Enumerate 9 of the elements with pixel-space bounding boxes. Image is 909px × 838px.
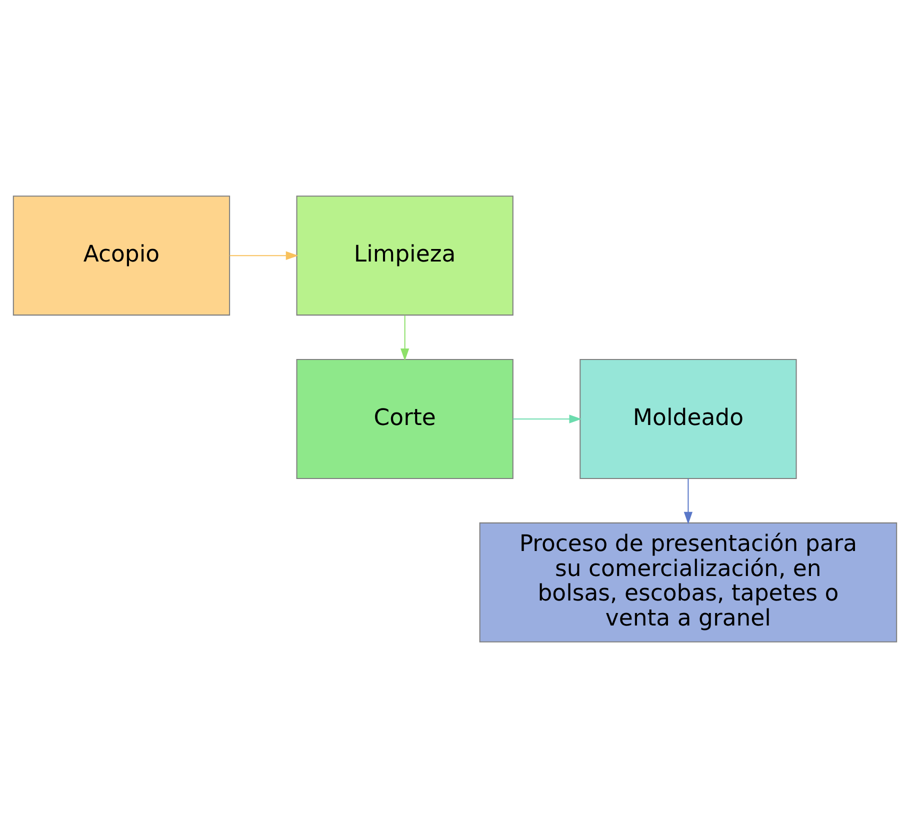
node-box: Limpieza	[296, 196, 513, 316]
node-box: Acopio	[12, 196, 230, 316]
arrow	[229, 251, 298, 260]
node-box: Corte	[296, 359, 513, 479]
arrow	[400, 315, 409, 361]
arrow	[683, 478, 692, 524]
arrow	[512, 414, 582, 424]
node-box: Proceso de presentación para su comercialización, en bolsas, escobas, tapetes o venta a granel	[478, 522, 897, 642]
node-box: Moldeado	[579, 359, 796, 479]
